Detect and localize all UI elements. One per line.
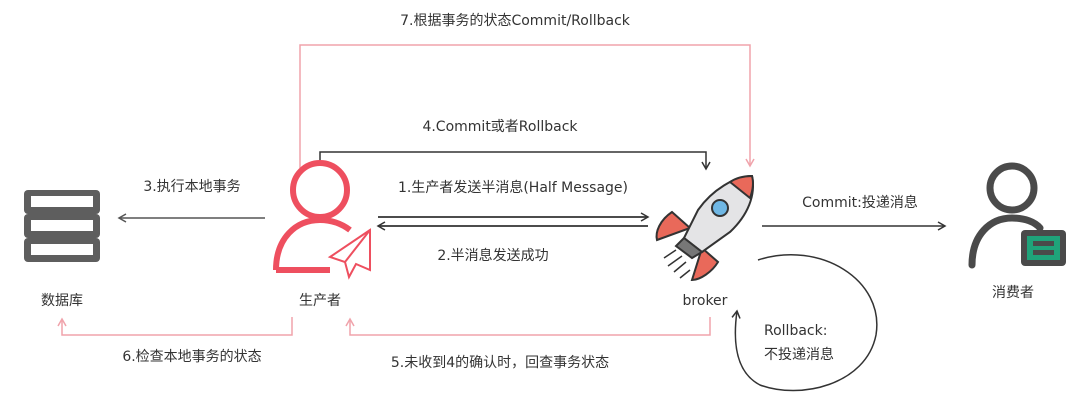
arrow-step5	[345, 317, 711, 336]
label-producer: 生产者	[299, 293, 341, 309]
label-step1: 1.生产者发送半消息(Half Message)	[398, 179, 628, 196]
label-step6: 6.检查本地事务的状态	[122, 349, 261, 365]
rocket-icon	[655, 174, 755, 282]
database-icon	[24, 190, 100, 262]
arrow-rollback-loop	[731, 254, 878, 392]
producer-user-icon	[273, 160, 352, 273]
label-step5: 5.未收到4的确认时，回查事务状态	[391, 355, 609, 371]
label-step2: 2.半消息发送成功	[437, 247, 548, 264]
paper-plane-icon	[327, 228, 371, 280]
label-broker: broker	[683, 293, 728, 309]
arrow-step7	[299, 44, 755, 168]
label-step7: 7.根据事务的状态Commit/Rollback	[400, 13, 631, 29]
arrow-step6	[57, 317, 293, 336]
label-step4: 4.Commit或者Rollback	[422, 119, 578, 135]
consumer-user-icon	[968, 162, 1066, 269]
label-database: 数据库	[41, 293, 83, 309]
label-step3: 3.执行本地事务	[143, 179, 240, 195]
label-consumer: 消费者	[992, 285, 1034, 301]
label-commit: Commit:投递消息	[802, 194, 918, 211]
arrow-step4	[319, 151, 711, 171]
label-rollback-1: Rollback:	[764, 323, 827, 339]
label-rollback-2: 不投递消息	[764, 346, 834, 363]
